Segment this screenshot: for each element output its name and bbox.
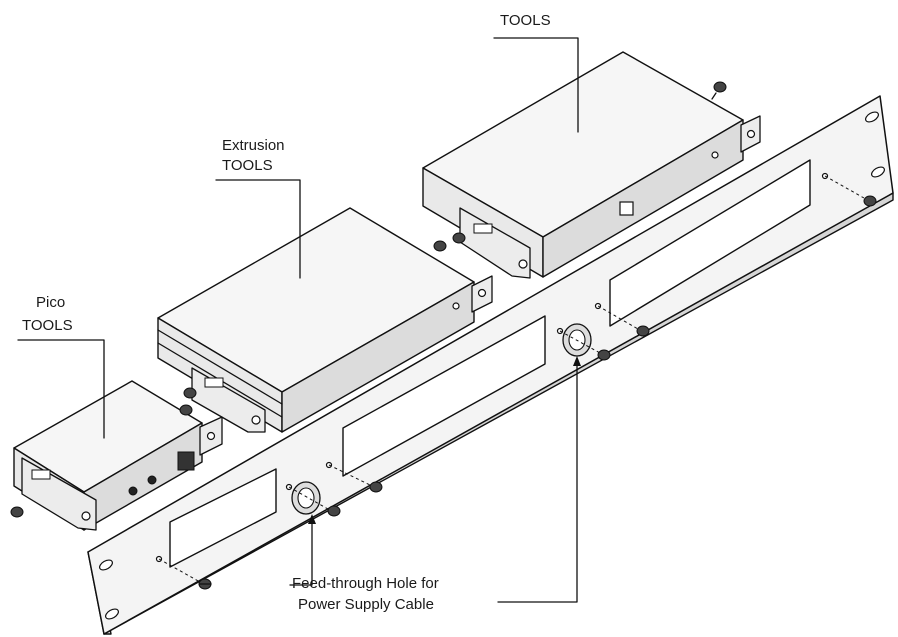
tools-box-top-screw [452,232,466,244]
pico-tools-box [10,380,223,531]
panel-screw [597,349,611,361]
panel-screw [369,481,383,493]
pico-box-jack [147,475,157,485]
tools-top-leader [493,37,579,133]
pico-box-jack [128,486,138,496]
tools-box-top-button [619,201,634,216]
panel-cutout-3 [609,159,811,327]
feed-leader-1 [289,519,313,586]
tools-box-top [422,51,761,279]
label-pico-line2: TOOLS [22,317,73,334]
label-tools-top: TOOLS [500,12,551,29]
panel-cutout-2 [342,315,546,477]
pico-box-port [31,469,51,480]
panel-corner-hole-bl [105,608,119,620]
panel-corner-hole-tr [865,111,879,123]
extrusion-box-port [204,377,224,388]
label-pico-line1: Pico [36,294,65,311]
panel-corner-hole-tl [99,559,113,571]
label-feed-line2: Power Supply Cable [298,596,434,613]
leader-lines [17,37,581,603]
pico-box-screw [179,404,193,416]
panel-corner-hole-br [871,166,885,178]
pico-box-screw [10,506,24,518]
panel-cutout-1 [169,468,277,568]
feed-leader-2 [497,361,578,603]
label-extrusion-line1: Extrusion [222,137,285,154]
feed-through-hole-1 [291,481,321,515]
extrusion-box-screw [433,240,447,252]
tools-box-top-led [711,151,719,159]
label-extrusion-line2: TOOLS [222,157,273,174]
tools-box-top-port [473,223,493,234]
pico-box-connector [177,451,195,471]
extrusion-box-side [281,281,475,433]
extrusion-box-screw [183,387,197,399]
extrusion-tools-box [157,207,493,433]
extrusion-leader [215,179,301,279]
rack-panel [87,95,894,635]
feed-arrow-2 [573,356,581,366]
tools-box-top-screw [711,81,727,100]
panel-screw [327,505,341,517]
feed-arrow-1 [308,514,316,524]
panel-screw [198,578,212,590]
label-feed-line1: Feed-through Hole for [292,575,439,592]
panel-screw [636,325,650,337]
tools-box-top-side [542,119,744,278]
panel-screw [863,195,877,207]
pico-leader [17,339,105,439]
